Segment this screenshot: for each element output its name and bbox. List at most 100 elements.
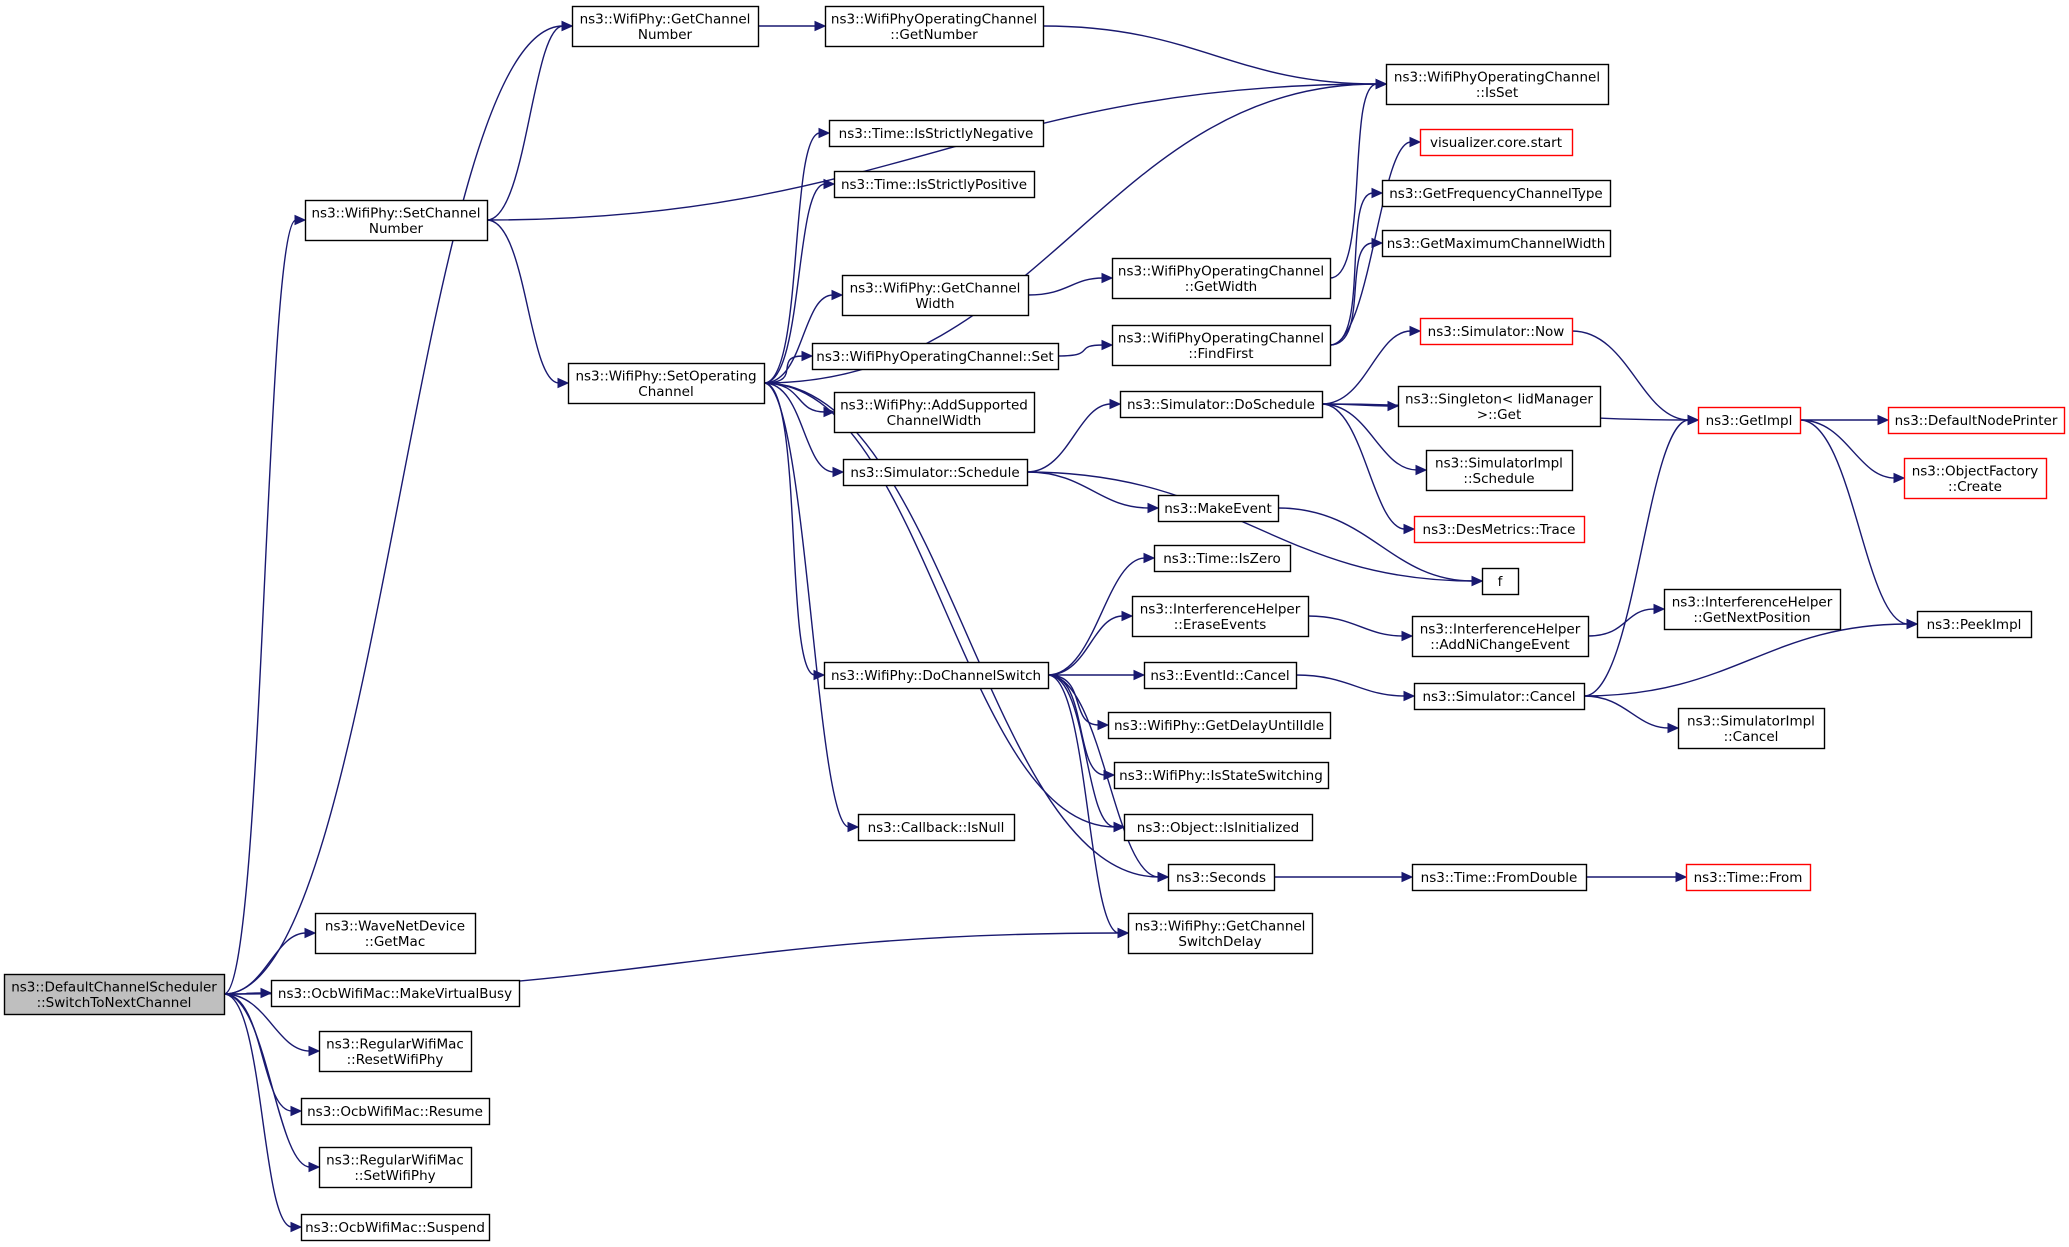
node-do-schedule[interactable]: ns3::Simulator::DoSchedule [1119, 390, 1324, 419]
node-label: ns3::WifiPhyOperatingChannel::Set [816, 349, 1053, 365]
node-sim-impl-schedule[interactable]: ns3::SimulatorImpl::Schedule [1425, 449, 1574, 492]
node-label: ns3::WifiPhy::IsStateSwitching [1119, 768, 1323, 784]
node-ocb-resume[interactable]: ns3::OcbWifiMac::Resume [300, 1097, 491, 1126]
node-make-virtual-busy[interactable]: ns3::OcbWifiMac::MakeVirtualBusy [270, 979, 521, 1008]
edge-do-channel-switch-to-is-zero [1047, 552, 1156, 676]
node-box [1916, 610, 2033, 639]
node-op-find-first[interactable]: ns3::WifiPhyOperatingChannel::FindFirst [1111, 324, 1332, 367]
edge-sim-cancel-to-sim-impl-cancel [1583, 695, 1680, 734]
node-singleton-get[interactable]: ns3::Singleton< IidManager>::Get [1397, 385, 1602, 428]
node-event-cancel[interactable]: ns3::EventId::Cancel [1143, 661, 1298, 690]
node-wave-get-mac[interactable]: ns3::WaveNetDevice::GetMac [314, 912, 477, 955]
node-make-event[interactable]: ns3::MakeEvent [1157, 494, 1280, 523]
node-sim-cancel[interactable]: ns3::Simulator::Cancel [1413, 682, 1586, 711]
node-label: ns3::InterferenceHelper [1420, 621, 1581, 637]
node-op-get-number[interactable]: ns3::WifiPhyOperatingChannel::GetNumber [824, 5, 1045, 48]
node-get-freq-type[interactable]: ns3::GetFrequencyChannelType [1381, 179, 1612, 208]
node-box [1425, 449, 1574, 492]
node-label: ns3::RegularWifiMac [326, 1152, 464, 1168]
node-seconds[interactable]: ns3::Seconds [1167, 863, 1276, 892]
edge-do-channel-switch-to-get-switch-delay [1047, 674, 1130, 939]
node-sim-impl-cancel[interactable]: ns3::SimulatorImpl::Cancel [1677, 707, 1826, 750]
node-add-ni-change[interactable]: ns3::InterferenceHelper::AddNiChangeEven… [1411, 615, 1590, 658]
node-object-factory-create[interactable]: ns3::ObjectFactory::Create [1903, 457, 2048, 500]
edges-layer [223, 20, 1919, 1233]
node-label: ::SwitchToNextChannel [37, 995, 192, 1011]
edge-op-get-number-to-op-is-set [1042, 25, 1388, 90]
node-is-strictly-positive[interactable]: ns3::Time::IsStrictlyPositive [833, 170, 1036, 199]
node-root[interactable]: ns3::DefaultChannelScheduler::SwitchToNe… [3, 973, 226, 1016]
edge-do-channel-switch-to-is-initialized [1047, 674, 1126, 833]
node-ocb-suspend[interactable]: ns3::OcbWifiMac::Suspend [300, 1213, 491, 1242]
node-visualizer[interactable]: visualizer.core.start [1419, 128, 1574, 157]
node-is-initialized[interactable]: ns3::Object::IsInitialized [1123, 813, 1314, 842]
node-box [1153, 544, 1292, 573]
node-box [571, 5, 760, 48]
node-box [828, 119, 1045, 148]
node-set-wifi-phy[interactable]: ns3::RegularWifiMac::SetWifiPhy [318, 1146, 473, 1189]
node-f[interactable]: f [1481, 567, 1520, 596]
node-get-impl[interactable]: ns3::GetImpl [1697, 406, 1802, 435]
node-label: Channel [638, 384, 693, 400]
node-peek-impl[interactable]: ns3::PeekImpl [1916, 610, 2033, 639]
node-sim-now[interactable]: ns3::Simulator::Now [1419, 317, 1574, 346]
node-box [270, 979, 521, 1008]
node-box [318, 1146, 473, 1189]
edge-get-impl-to-default-node-printer [1799, 414, 1890, 426]
node-box [833, 391, 1036, 434]
node-label: ns3::GetFrequencyChannelType [1389, 186, 1603, 202]
node-box [1381, 179, 1612, 208]
edge-root-to-ocb-suspend [223, 993, 303, 1233]
edge-do-channel-switch-to-erase-events [1047, 610, 1134, 676]
node-box [1887, 406, 2066, 435]
node-get-max-width[interactable]: ns3::GetMaximumChannelWidth [1381, 229, 1612, 258]
node-is-zero[interactable]: ns3::Time::IsZero [1153, 544, 1292, 573]
edge-do-schedule-to-des-metrics-trace [1321, 403, 1416, 535]
node-box [1903, 457, 2048, 500]
node-box [1157, 494, 1280, 523]
node-time-from[interactable]: ns3::Time::From [1685, 863, 1812, 892]
node-label: ns3::Time::From [1694, 870, 1803, 886]
node-box [304, 199, 489, 242]
node-get-delay-idle[interactable]: ns3::WifiPhy::GetDelayUntilIdle [1107, 711, 1332, 740]
node-box [1385, 63, 1610, 106]
node-op-get-width[interactable]: ns3::WifiPhyOperatingChannel::GetWidth [1111, 257, 1332, 300]
node-callback-is-null[interactable]: ns3::Callback::IsNull [857, 813, 1016, 842]
node-sim-schedule[interactable]: ns3::Simulator::Schedule [842, 458, 1029, 487]
node-box [314, 912, 477, 955]
node-reset-wifi-phy[interactable]: ns3::RegularWifiMac::ResetWifiPhy [318, 1030, 473, 1073]
node-default-node-printer[interactable]: ns3::DefaultNodePrinter [1887, 406, 2066, 435]
node-box [1697, 406, 1802, 435]
node-box [567, 362, 766, 405]
node-box [1113, 761, 1330, 790]
node-label: ns3::WifiPhyOperatingChannel [1118, 263, 1324, 279]
node-is-state-switching[interactable]: ns3::WifiPhy::IsStateSwitching [1113, 761, 1330, 790]
node-label: SwitchDelay [1178, 934, 1261, 950]
node-label: ns3::WifiPhyOperatingChannel [1118, 330, 1324, 346]
node-label: Number [369, 221, 424, 237]
node-op-is-set[interactable]: ns3::WifiPhyOperatingChannel::IsSet [1385, 63, 1610, 106]
node-label: ns3::WifiPhy::DoChannelSwitch [831, 668, 1041, 684]
node-get-next-pos[interactable]: ns3::InterferenceHelper::GetNextPosition [1663, 588, 1842, 631]
node-box [1411, 615, 1590, 658]
node-label: ns3::Seconds [1176, 870, 1266, 886]
node-erase-events[interactable]: ns3::InterferenceHelper::EraseEvents [1131, 595, 1310, 638]
node-op-set[interactable]: ns3::WifiPhyOperatingChannel::Set [811, 342, 1060, 371]
edge-set-operating-channel-to-add-supported-width [763, 382, 836, 418]
node-is-strictly-negative[interactable]: ns3::Time::IsStrictlyNegative [828, 119, 1045, 148]
node-box [1413, 515, 1586, 544]
node-label: ::EraseEvents [1174, 617, 1267, 633]
node-box [1111, 324, 1332, 367]
node-label: ns3::WifiPhy::SetOperating [575, 368, 756, 384]
node-box [1663, 588, 1842, 631]
node-from-double[interactable]: ns3::Time::FromDouble [1411, 863, 1588, 892]
node-do-channel-switch[interactable]: ns3::WifiPhy::DoChannelSwitch [823, 661, 1050, 690]
edge-erase-events-to-add-ni-change [1307, 615, 1414, 642]
node-des-metrics-trace[interactable]: ns3::DesMetrics::Trace [1413, 515, 1586, 544]
